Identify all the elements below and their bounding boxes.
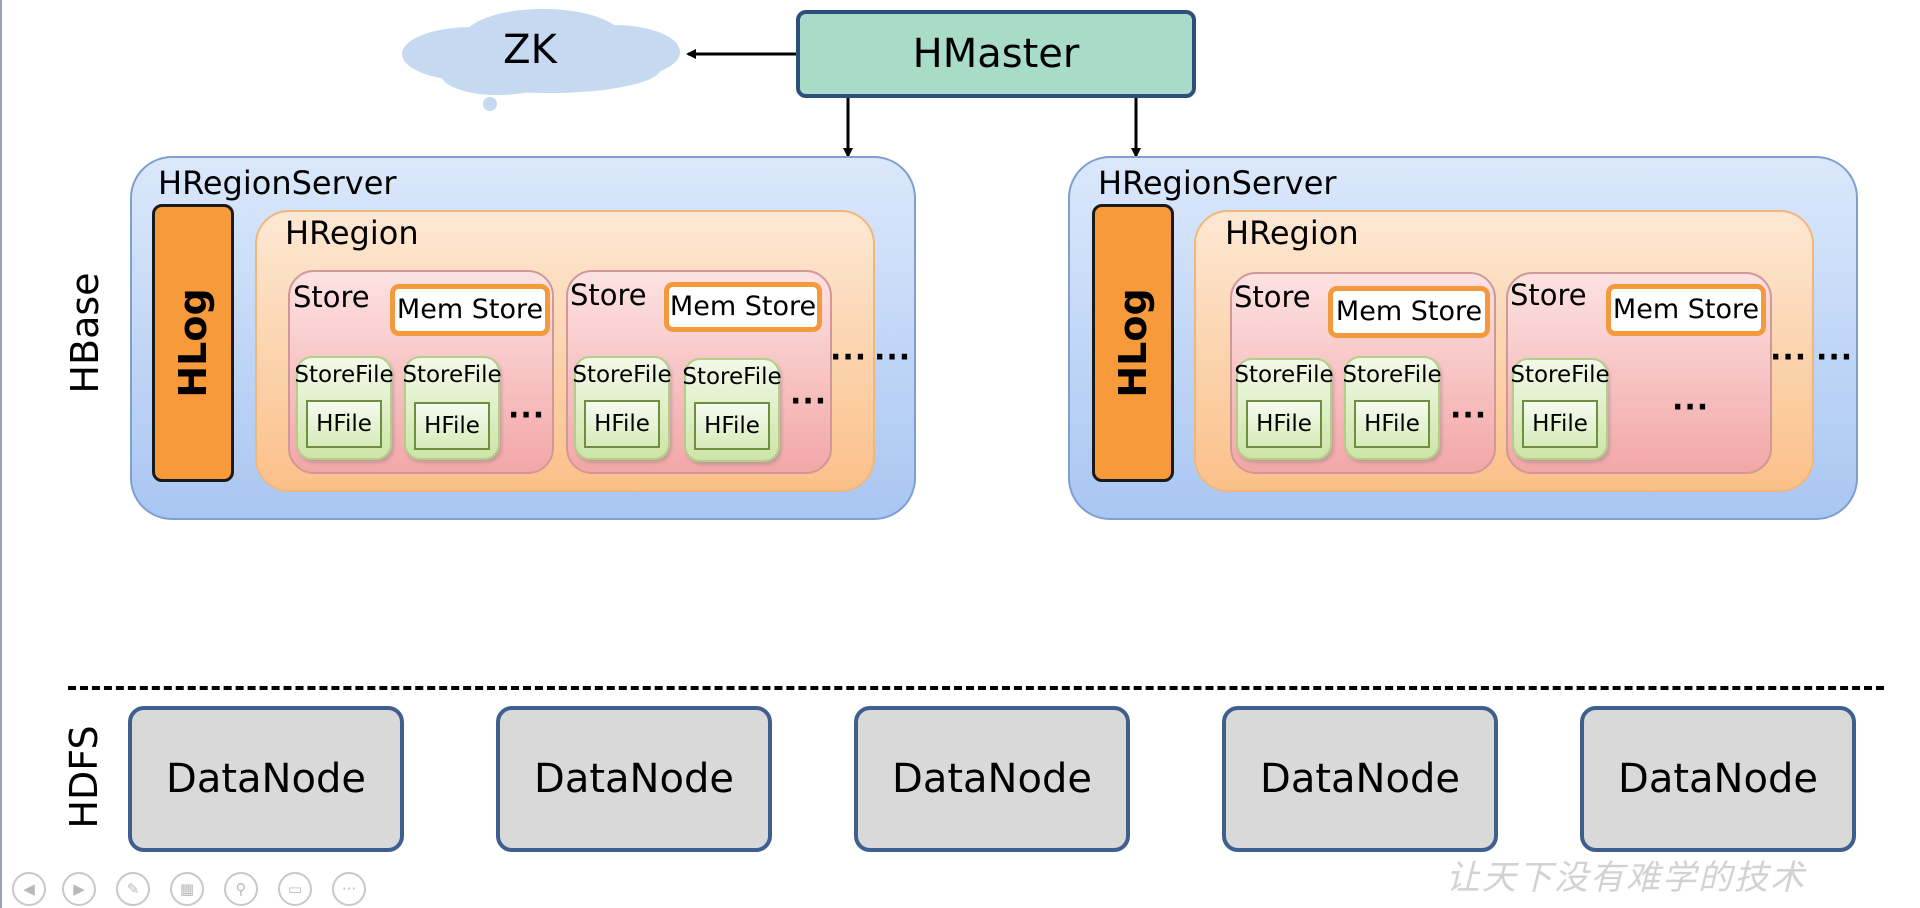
store-ellipsis: ··· — [1770, 340, 1808, 375]
store-label: Store — [293, 280, 370, 314]
hlog-label: HLog — [1111, 288, 1155, 398]
region-server-label: HRegionServer — [158, 164, 397, 202]
zk-label: ZK — [503, 27, 557, 73]
storefile-ellipsis: ··· — [1450, 398, 1488, 433]
hfile-box: HFile — [306, 400, 382, 448]
hbase-hdfs-separator — [68, 686, 1884, 690]
hfile-box: HFile — [1354, 400, 1430, 448]
storefile-label: StoreFile — [1234, 362, 1334, 388]
storefile-label: StoreFile — [682, 364, 782, 390]
datanode-box: DataNode — [1222, 706, 1498, 852]
prev-icon[interactable]: ◀ — [12, 872, 46, 906]
hfile-box: HFile — [1246, 400, 1322, 448]
hmaster-node: HMaster — [796, 10, 1196, 98]
slide-edge-line — [0, 0, 2, 908]
slides-icon[interactable]: ▦ — [170, 872, 204, 906]
zk-cloud — [402, 9, 680, 111]
memstore-box: Mem Store — [1606, 284, 1766, 336]
datanode-box: DataNode — [1580, 706, 1856, 852]
more-icon[interactable]: ··· — [332, 872, 366, 906]
storefile-label: StoreFile — [294, 362, 394, 388]
store-label: Store — [570, 278, 647, 312]
storefile-label: StoreFile — [1342, 362, 1442, 388]
hfile-box: HFile — [1522, 400, 1598, 448]
watermark-text: 让天下没有难学的技术 — [1446, 858, 1806, 898]
memstore-box: Mem Store — [664, 282, 822, 332]
storefile-label: StoreFile — [572, 362, 672, 388]
hlog-box — [1092, 204, 1174, 482]
hlog-label: HLog — [171, 288, 215, 398]
region-server-label: HRegionServer — [1098, 164, 1337, 202]
store-label: Store — [1510, 278, 1587, 312]
next-icon[interactable]: ▶ — [62, 872, 96, 906]
memstore-box: Mem Store — [390, 284, 550, 336]
hbase-layer-label: HBase — [63, 272, 107, 394]
datanode-box: DataNode — [854, 706, 1130, 852]
region-ellipsis: ··· — [874, 340, 912, 375]
hdfs-layer-label: HDFS — [62, 725, 106, 829]
hlog-box — [152, 204, 234, 482]
hregion-label: HRegion — [285, 214, 419, 252]
storefile-ellipsis: ··· — [1672, 390, 1710, 425]
storefile-ellipsis: ··· — [790, 384, 828, 419]
hfile-box: HFile — [584, 400, 660, 448]
hfile-box: HFile — [694, 402, 770, 450]
pen-icon[interactable]: ✎ — [116, 872, 150, 906]
hregion-label: HRegion — [1225, 214, 1359, 252]
datanode-box: DataNode — [128, 706, 404, 852]
datanode-box: DataNode — [496, 706, 772, 852]
storefile-label: StoreFile — [402, 362, 502, 388]
region-ellipsis: ··· — [1816, 340, 1854, 375]
zoom-icon[interactable]: ⚲ — [224, 872, 258, 906]
hfile-box: HFile — [414, 402, 490, 450]
store-ellipsis: ··· — [830, 340, 868, 375]
store-label: Store — [1234, 280, 1311, 314]
storefile-ellipsis: ··· — [508, 398, 546, 433]
storefile-label: StoreFile — [1510, 362, 1610, 388]
subtitles-icon[interactable]: ▭ — [278, 872, 312, 906]
memstore-box: Mem Store — [1328, 286, 1490, 338]
